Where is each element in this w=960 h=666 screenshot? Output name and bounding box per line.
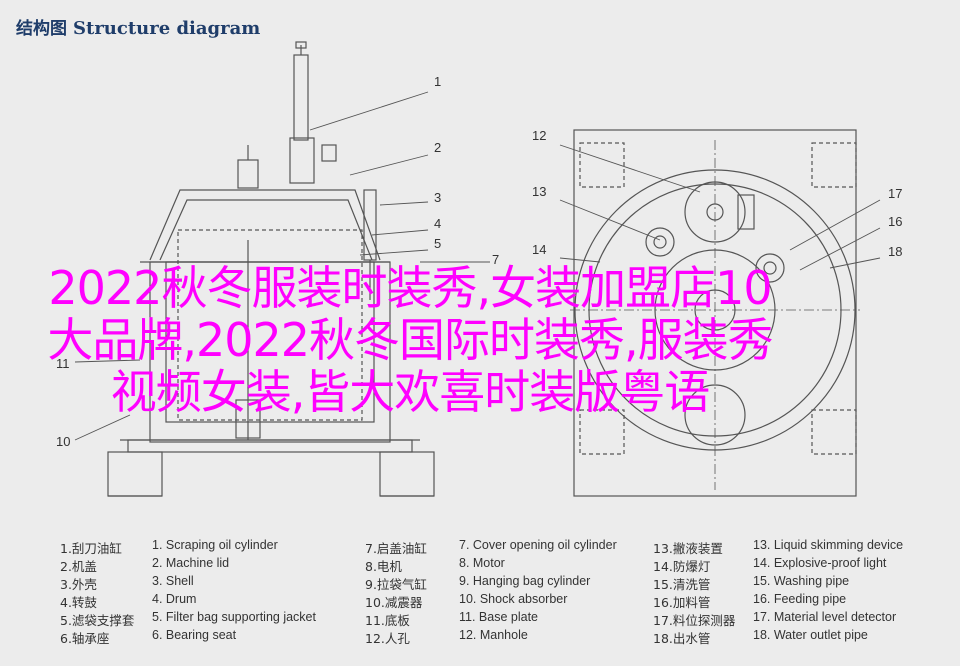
overlay-line: 2022秋冬服装时装秀,女装加盟店10 [48, 261, 772, 315]
overlay-line: 大品牌,2022秋冬国际时装秀,服装秀 [47, 313, 773, 367]
callout-label: 2 [434, 140, 441, 155]
promo-overlay-text: 2022秋冬服装时装秀,女装加盟店10 大品牌,2022秋冬国际时装秀,服装秀 … [0, 262, 820, 418]
callout-label: 4 [434, 216, 441, 231]
callout-label: 16 [888, 214, 902, 229]
callout-label: 7 [492, 252, 499, 267]
title-english: Structure diagram [73, 18, 261, 39]
diagram-title: 结构图 Structure diagram [16, 14, 261, 39]
callout-labels: 1 2 3 4 5 7 10 11 12 13 14 16 17 18 [56, 74, 902, 449]
title-chinese: 结构图 [16, 19, 67, 39]
overlay-line: 视频女装,皆大欢喜时装版粤语 [110, 365, 711, 419]
leader-lines [74, 91, 881, 441]
callout-label: 17 [888, 186, 902, 201]
callout-label: 18 [888, 244, 902, 259]
callout-label: 11 [56, 356, 70, 371]
top-view [570, 129, 860, 497]
callout-label: 1 [434, 74, 441, 89]
callout-label: 12 [532, 128, 546, 143]
callout-label: 5 [434, 236, 441, 251]
side-view [107, 41, 435, 497]
callout-label: 13 [532, 184, 546, 199]
callout-label: 14 [532, 242, 546, 257]
callout-label: 10 [56, 434, 70, 449]
callout-label: 3 [434, 190, 441, 205]
